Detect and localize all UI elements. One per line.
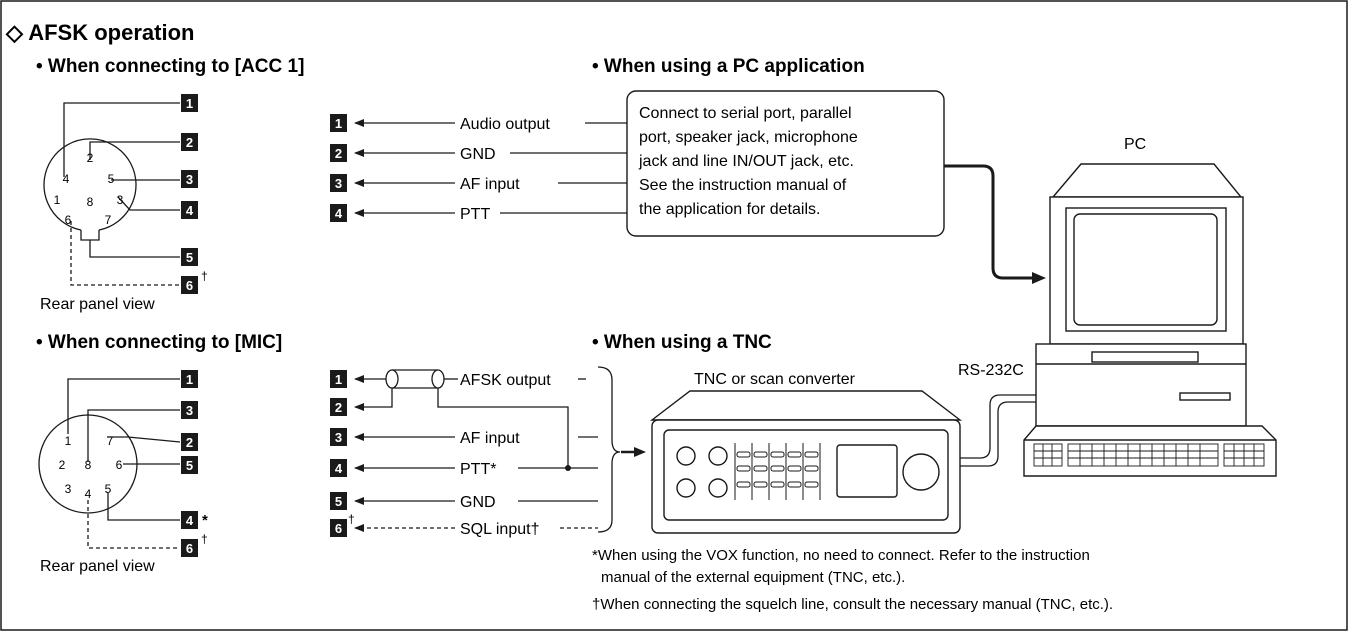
acc1-box-num: 3 [186, 172, 193, 187]
pc-signal-label: AF input [460, 176, 520, 193]
rs232-cable-inner [960, 401, 1036, 467]
mic-pin: 7 [107, 434, 114, 448]
mic-star: * [202, 512, 208, 529]
mic-box-num: 4 [186, 513, 194, 528]
footnote-line: *When using the VOX function, no need to… [592, 547, 1090, 564]
tnc-box-num: 4 [335, 461, 343, 476]
tnc-signal-label: PTT* [460, 461, 496, 478]
tnc-signal-label: GND [460, 494, 496, 511]
acc1-pin: 4 [63, 172, 70, 186]
mic-dagger: † [201, 532, 208, 546]
mic-rear-panel-caption: Rear panel view [40, 558, 155, 575]
acc1-box-num: 6 [186, 278, 193, 293]
pc-note-line: jack and line IN/OUT jack, etc. [638, 153, 854, 170]
section-title: ◇ AFSK operation [5, 20, 194, 45]
pc-heading: • When using a PC application [592, 56, 865, 77]
acc1-pin: 7 [105, 213, 112, 227]
acc1-dagger: † [201, 269, 208, 283]
mic-pin: 4 [85, 487, 92, 501]
acc1-pin: 1 [54, 193, 61, 207]
tnc-device [649, 390, 963, 534]
tnc-number-boxes: 1 2 3 4 5 6 † [330, 370, 355, 537]
pc-note-line: the application for details. [639, 201, 820, 218]
acc1-box-num: 4 [186, 203, 194, 218]
tnc-sliders [734, 443, 821, 500]
mic-pin: 6 [116, 458, 123, 472]
pc-note-text: Connect to serial port, parallel port, s… [638, 105, 858, 218]
acc1-pin: 5 [108, 172, 115, 186]
pc-signal-labels: Audio output GND AF input PTT [460, 116, 550, 223]
mic-pin-numbers: 1 7 2 8 6 3 4 5 [59, 434, 123, 501]
acc1-pin-numbers: 4 2 5 1 8 3 6 7 [54, 151, 124, 227]
mic-pin: 3 [65, 482, 72, 496]
mic-number-boxes: 1 3 2 5 4 * 6 † [181, 370, 208, 557]
acc1-heading: • When connecting to [ACC 1] [36, 56, 304, 77]
pc-box-num: 3 [335, 176, 342, 191]
pc-number-boxes: 1 2 3 4 [330, 114, 347, 222]
acc1-connector [43, 102, 180, 286]
tnc-signal-label: AFSK output [460, 372, 551, 389]
mic-box-num: 2 [186, 435, 193, 450]
acc1-number-boxes: 1 2 3 4 5 6 † [181, 94, 208, 294]
acc1-box-num: 1 [186, 96, 193, 111]
pc-keyboard-keys [1033, 443, 1265, 467]
pc-box-num: 4 [335, 206, 343, 221]
mic-pin: 2 [59, 458, 66, 472]
mic-heading: • When connecting to [MIC] [36, 332, 282, 353]
tnc-dagger: † [348, 512, 355, 526]
pc-icon [1023, 163, 1277, 477]
acc1-pin: 8 [87, 195, 94, 209]
pc-signal-label: GND [460, 146, 496, 163]
acc1-rear-panel-caption: Rear panel view [40, 296, 155, 313]
acc1-pin: 6 [65, 213, 72, 227]
mic-box-num: 3 [186, 403, 193, 418]
mic-box-num: 6 [186, 541, 193, 556]
tnc-connections [354, 366, 621, 533]
pc-signal-label: PTT [460, 206, 490, 223]
tnc-signal-label: AF input [460, 430, 520, 447]
tnc-signal-label: SQL input† [460, 521, 539, 538]
rs232-cable [960, 394, 1036, 459]
tnc-box-num: 3 [335, 430, 342, 445]
pc-label: PC [1124, 136, 1146, 153]
tnc-device-label: TNC or scan converter [694, 371, 856, 388]
pc-cable [944, 164, 1040, 280]
footnote-line: †When connecting the squelch line, consu… [592, 596, 1113, 613]
footnotes: *When using the VOX function, no need to… [592, 547, 1113, 613]
acc1-pin: 3 [117, 193, 124, 207]
tnc-signal-labels: AFSK output AF input PTT* GND SQL input† [460, 372, 551, 538]
pc-connections [354, 119, 627, 217]
mic-box-num: 1 [186, 372, 193, 387]
ptt-junction-dot [565, 465, 571, 471]
pc-note-line: See the instruction manual of [639, 177, 847, 194]
mic-pin: 1 [65, 434, 72, 448]
tnc-box-num: 5 [335, 494, 342, 509]
pc-note-box [626, 90, 945, 237]
mic-box-num: 5 [186, 458, 193, 473]
mic-connector [38, 378, 181, 549]
pc-cable-arrowhead [1032, 272, 1046, 284]
acc1-box-num: 2 [186, 135, 193, 150]
tnc-box-num: 1 [335, 372, 342, 387]
footnote-line: manual of the external equipment (TNC, e… [601, 569, 905, 586]
pc-note-line: Connect to serial port, parallel [639, 105, 852, 122]
mic-pin: 8 [85, 458, 92, 472]
acc1-box-num: 5 [186, 250, 193, 265]
acc1-pin: 2 [87, 151, 94, 165]
tnc-feed-arrowhead [634, 447, 646, 457]
tnc-box-num: 6 [335, 521, 342, 536]
pc-box-num: 2 [335, 146, 342, 161]
tnc-heading: • When using a TNC [592, 332, 772, 353]
mic-pin: 5 [105, 482, 112, 496]
tnc-box-num: 2 [335, 400, 342, 415]
pc-note-line: port, speaker jack, microphone [639, 129, 858, 146]
pc-signal-label: Audio output [460, 116, 550, 133]
rs232-label: RS-232C [958, 362, 1024, 379]
pc-box-num: 1 [335, 116, 342, 131]
